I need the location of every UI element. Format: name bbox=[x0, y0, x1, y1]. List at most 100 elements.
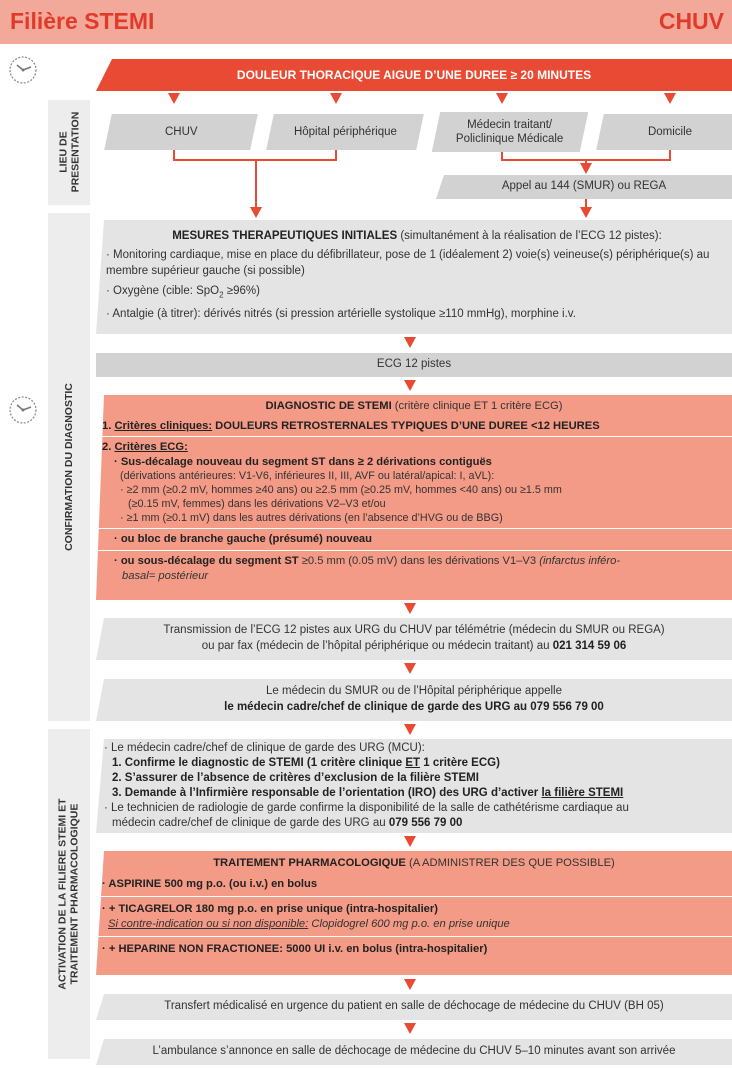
traitement-title: TRAITEMENT PHARMACOLOGIQUE bbox=[213, 857, 406, 869]
mesures-item-oxygene: · Oxygène (cible: SpO2 ≥96%) bbox=[106, 283, 260, 301]
diagnostic-title-row: DIAGNOSTIC DE STEMI (critère clinique ET… bbox=[102, 399, 726, 414]
mcu-intro: · Le médecin cadre/chef de clinique de g… bbox=[104, 742, 425, 755]
transmission-box: Transmission de l’ECG 12 pistes aux URG … bbox=[96, 618, 732, 660]
place-hopital: Hôpital périphérique bbox=[266, 114, 424, 150]
clock-icon bbox=[9, 56, 37, 84]
mcu-tech1: · Le technicien de radiologie de garde c… bbox=[104, 801, 629, 814]
c2-c-italic: (infarctus inféro- bbox=[539, 554, 621, 567]
appelle-line1: Le médecin du SMUR ou de l’Hôpital périp… bbox=[266, 685, 562, 698]
arrow-down bbox=[404, 380, 416, 391]
transmission-phone: 021 314 59 06 bbox=[552, 640, 627, 652]
appel-text: Appel au 144 (SMUR) ou REGA bbox=[501, 180, 667, 193]
mcu-s3-u: la filière STEMI bbox=[541, 787, 624, 799]
c1-num: 1. bbox=[102, 419, 115, 432]
clock-icon bbox=[9, 396, 37, 424]
c2-item-sousdecalage: · ou sous-décalage du segment ST ≥0.5 mm… bbox=[114, 554, 726, 583]
divider bbox=[96, 936, 732, 938]
place-medecin-line1: Médecin traitant/ bbox=[467, 118, 553, 131]
mesures-oxygene-b: ≥96%) bbox=[223, 285, 260, 298]
section-activation-label: ACTIVATION DE LA FILIERE STEMI ET TRAITE… bbox=[57, 798, 81, 989]
mcu-s1: 1. Confirme le diagnostic de STEMI (1 cr… bbox=[112, 757, 406, 770]
mcu-step-1: 1. Confirme le diagnostic de STEMI (1 cr… bbox=[112, 756, 623, 771]
arrow-down bbox=[250, 207, 262, 218]
mcu-steps: 1. Confirme le diagnostic de STEMI (1 cr… bbox=[104, 756, 623, 801]
transmission-line1: Transmission de l’ECG 12 pistes aux URG … bbox=[163, 624, 665, 637]
c2-label: Critères ECG: bbox=[114, 441, 188, 454]
c2-num: 2. bbox=[102, 441, 115, 454]
ambulance-text: L’ambulance s’annonce en salle de déchoc… bbox=[152, 1045, 676, 1058]
page-title: Filière STEMI bbox=[10, 8, 155, 34]
diagnostic-title-note: (critère clinique ET 1 critère ECG) bbox=[391, 400, 563, 412]
connector-line bbox=[173, 150, 175, 160]
mesures-oxygene-a: · Oxygène (cible: SpO bbox=[106, 285, 220, 298]
mesures-title: MESURES THERAPEUTIQUES INITIALES bbox=[172, 230, 398, 242]
divider bbox=[96, 549, 732, 551]
traitement-ticagrelor: · + TICAGRELOR 180 mg p.o. en prise uniq… bbox=[102, 903, 438, 916]
mcu-step-2: 2. S’assurer de l’absence de critères d’… bbox=[112, 772, 479, 785]
diagnostic-criteria-2: 2. Critères ECG: bbox=[102, 440, 726, 455]
transfert-box: Transfert médicalisé en urgence du patie… bbox=[96, 994, 732, 1020]
arrow-down bbox=[496, 93, 508, 104]
c2-a1: (dérivations antérieures: V1-V6, inférie… bbox=[120, 470, 495, 483]
place-medecin: Médecin traitant/ Policlinique Médicale bbox=[431, 112, 589, 152]
c2-c-text: ≥0.5 mm (0.05 mV) dans les dérivations V… bbox=[298, 554, 540, 567]
brand-logo: CHUV bbox=[658, 8, 724, 34]
connector-line bbox=[585, 159, 587, 165]
ecg-box: ECG 12 pistes bbox=[96, 353, 732, 377]
diagnostic-criteria-1: 1. Critères cliniques: DOULEURS RETROSTE… bbox=[102, 419, 726, 434]
section-lieu-label: LIEU DE PRESENTATION bbox=[57, 112, 81, 193]
mesures-oxygene-sub: 2 bbox=[219, 290, 224, 300]
divider bbox=[96, 436, 732, 438]
traitement-ticagrelor-alt: Si contre-indication ou si non disponibl… bbox=[102, 917, 726, 932]
place-medecin-label: Médecin traitant/ Policlinique Médicale bbox=[456, 118, 563, 147]
c2-c-bold: · ou sous-décalage du segment ST bbox=[114, 554, 299, 567]
place-medecin-line2: Policlinique Médicale bbox=[456, 133, 564, 145]
header-bar bbox=[0, 0, 732, 44]
section-lieu-text: LIEU DE PRESENTATION bbox=[56, 112, 82, 193]
top-bar-text: DOULEUR THORACIQUE AIGUE D’UNE DUREE ≥ 2… bbox=[236, 68, 592, 82]
section-activation-line2: TRAITEMENT PHARMACOLOGIQUE bbox=[69, 803, 82, 985]
mesures-item-monitoring: · Monitoring cardiaque, mise en place du… bbox=[106, 248, 710, 278]
ambulance-box: L’ambulance s’annonce en salle de déchoc… bbox=[96, 1039, 732, 1065]
traitement-heparine: · + HEPARINE NON FRACTIONEE: 5000 UI i.v… bbox=[102, 943, 488, 956]
appel-box: Appel au 144 (SMUR) ou REGA bbox=[436, 175, 732, 199]
arrow-down bbox=[404, 979, 416, 990]
divider bbox=[96, 528, 732, 530]
place-chuv: CHUV bbox=[104, 114, 258, 150]
mcu-s1-end: 1 critère ECG) bbox=[420, 757, 500, 770]
c2-item-susdecalage-details: (dérivations antérieures: V1-V6, inférie… bbox=[114, 469, 726, 525]
mcu-tech-phone: 079 556 79 00 bbox=[388, 816, 463, 829]
connector-line bbox=[585, 199, 587, 209]
place-domicile-label: Domicile bbox=[647, 125, 693, 138]
mcu-step-3: 3. Demande à l’Infirmière responsable de… bbox=[112, 786, 623, 801]
mesures-box: MESURES THERAPEUTIQUES INITIALES (simult… bbox=[96, 220, 732, 334]
section-confirmation-label: CONFIRMATION DU DIAGNOSTIC bbox=[62, 383, 75, 551]
arrow-down bbox=[664, 93, 676, 104]
mesures-title-row: MESURES THERAPEUTIQUES INITIALES (simult… bbox=[106, 228, 728, 245]
arrow-down bbox=[404, 337, 416, 348]
connector-line bbox=[255, 159, 257, 209]
arrow-down bbox=[580, 163, 592, 174]
traitement-title-row: TRAITEMENT PHARMACOLOGIQUE (A ADMINISTRE… bbox=[102, 856, 726, 871]
mesures-item-antalgie: · Antalgie (à titrer): dérivés nitrés (s… bbox=[106, 307, 576, 320]
top-bar: DOULEUR THORACIQUE AIGUE D’UNE DUREE ≥ 2… bbox=[96, 59, 732, 91]
diagnostic-box: DIAGNOSTIC DE STEMI (critère clinique ET… bbox=[96, 395, 732, 600]
mesures-title-note: (simultanément à la réalisation de l’ECG… bbox=[397, 230, 662, 242]
arrow-down bbox=[404, 1023, 416, 1034]
divider bbox=[96, 896, 732, 898]
arrow-down bbox=[404, 603, 416, 614]
ecg-text: ECG 12 pistes bbox=[376, 358, 452, 371]
mcu-tech2-row: médecin cadre/chef de clinique de garde … bbox=[104, 816, 462, 831]
c2-a3: · ≥1 mm (≥0.1 mV) dans les autres dériva… bbox=[120, 512, 503, 525]
section-confirmation: CONFIRMATION DU DIAGNOSTIC bbox=[48, 213, 90, 721]
connector-line bbox=[501, 152, 503, 160]
place-chuv-label: CHUV bbox=[164, 125, 198, 138]
transmission-line2-row: ou par fax (médecin de l’hôpital périphé… bbox=[202, 639, 627, 655]
arrow-down bbox=[404, 836, 416, 847]
place-hopital-label: Hôpital périphérique bbox=[293, 125, 397, 138]
ticag-alt: Clopidogrel 600 mg p.o. en prise unique bbox=[308, 917, 510, 930]
arrow-down bbox=[404, 724, 416, 735]
mcu-tech2: médecin cadre/chef de clinique de garde … bbox=[112, 816, 389, 829]
c1-label: Critères cliniques: bbox=[114, 419, 213, 432]
c1-text: DOULEURS RETROSTERNALES TYPIQUES D’UNE D… bbox=[212, 419, 600, 432]
